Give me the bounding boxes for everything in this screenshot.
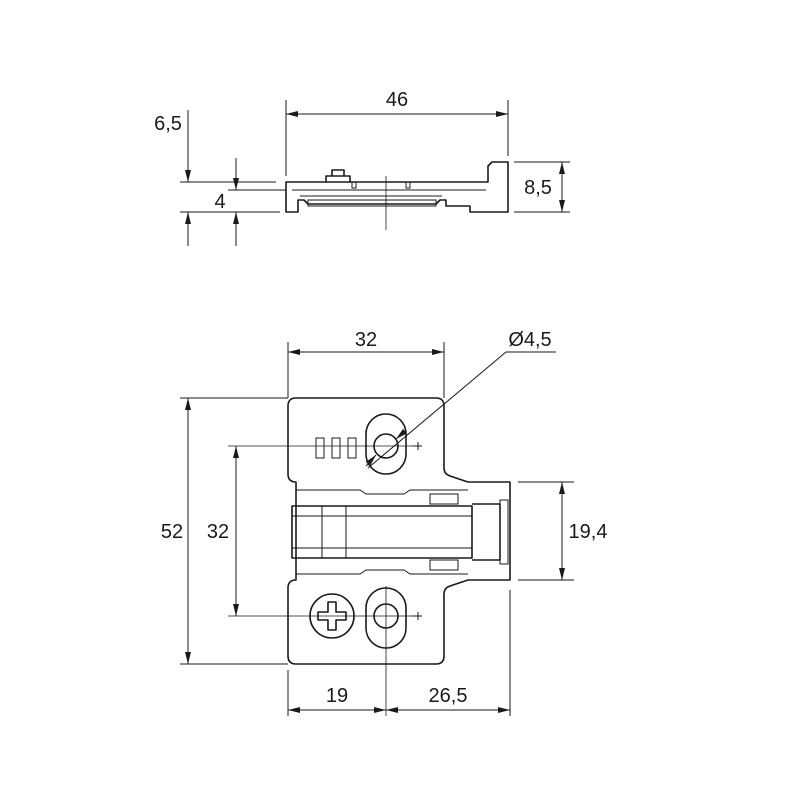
dim-19-4: 19,4 [569,521,608,543]
side-view-screw [325,169,351,182]
front-view-mark-2 [331,437,341,459]
dim-8-5: 8,5 [524,177,552,199]
dim-26-5: 26,5 [429,685,468,707]
side-view: 46 6,5 4 8,5 [154,89,570,246]
front-view-mark-1 [315,437,325,459]
front-view-mark-3 [347,437,357,459]
side-view-inner-rail [292,189,486,207]
dim-32-width: 32 [355,329,377,351]
front-view-rail [296,489,468,575]
side-view-plate [285,161,509,213]
dim-32-spacing: 32 [207,521,229,543]
front-view-screw-cross [317,601,347,631]
dim-52: 52 [161,521,183,543]
front-view-upper-slot [365,413,407,475]
dim-4: 4 [214,191,225,213]
dim-6-5: 6,5 [154,113,182,135]
dim-46: 46 [386,89,408,111]
front-view-rail-insert [291,505,473,559]
dim-diameter-4-5: Ø4,5 [508,329,551,351]
side-view-tab [351,182,411,189]
front-view-plate [287,397,511,665]
leader-diameter [367,351,556,469]
front-view: 32 Ø4,5 52 32 19,4 19 26,5 [161,329,608,716]
dim-19: 19 [326,685,348,707]
